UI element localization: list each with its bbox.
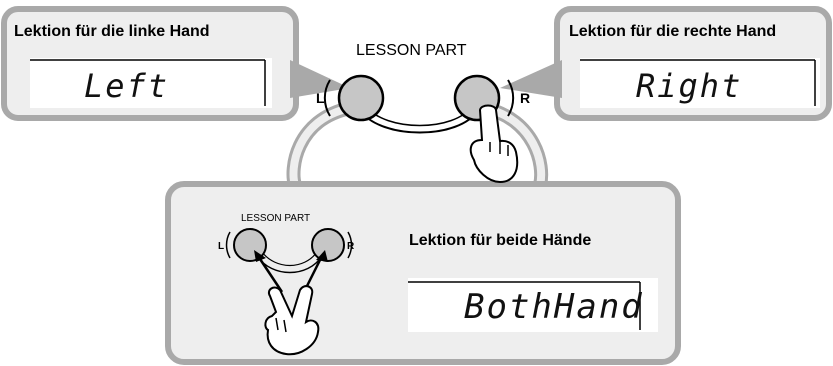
right-button-label: R bbox=[520, 90, 531, 106]
lesson-part-right-button-small bbox=[311, 228, 345, 262]
lesson-part-label: LESSON PART bbox=[356, 42, 467, 59]
right-button-label-small: R bbox=[347, 241, 355, 252]
left-callout-pointer bbox=[290, 60, 350, 98]
lesson-part-left-button[interactable] bbox=[337, 74, 385, 122]
right-callout-pointer bbox=[500, 60, 562, 98]
right-lcd-display: Right bbox=[636, 67, 743, 105]
left-button-label: L bbox=[316, 90, 325, 106]
left-button-label-small: L bbox=[218, 241, 225, 252]
both-lesson-title: Lektion für beide Hände bbox=[409, 232, 592, 249]
both-callout-panel bbox=[165, 181, 681, 365]
both-display-frame bbox=[408, 278, 658, 332]
both-lcd-display: BothHand bbox=[464, 287, 644, 327]
arrow-icon bbox=[254, 250, 328, 293]
two-finger-hand-icon bbox=[264, 285, 320, 356]
lesson-part-label-small: LESSON PART bbox=[241, 213, 311, 224]
connector-band-left-inner bbox=[289, 104, 354, 189]
right-display-frame bbox=[580, 58, 820, 108]
left-lcd-display: Left bbox=[84, 67, 170, 105]
pointing-hand-icon bbox=[469, 104, 519, 184]
left-display-frame bbox=[30, 58, 272, 108]
connector-band-right-inner bbox=[481, 104, 546, 189]
right-lesson-title: Lektion für die rechte Hand bbox=[569, 23, 777, 40]
left-lesson-title: Lektion für die linke Hand bbox=[14, 23, 210, 40]
